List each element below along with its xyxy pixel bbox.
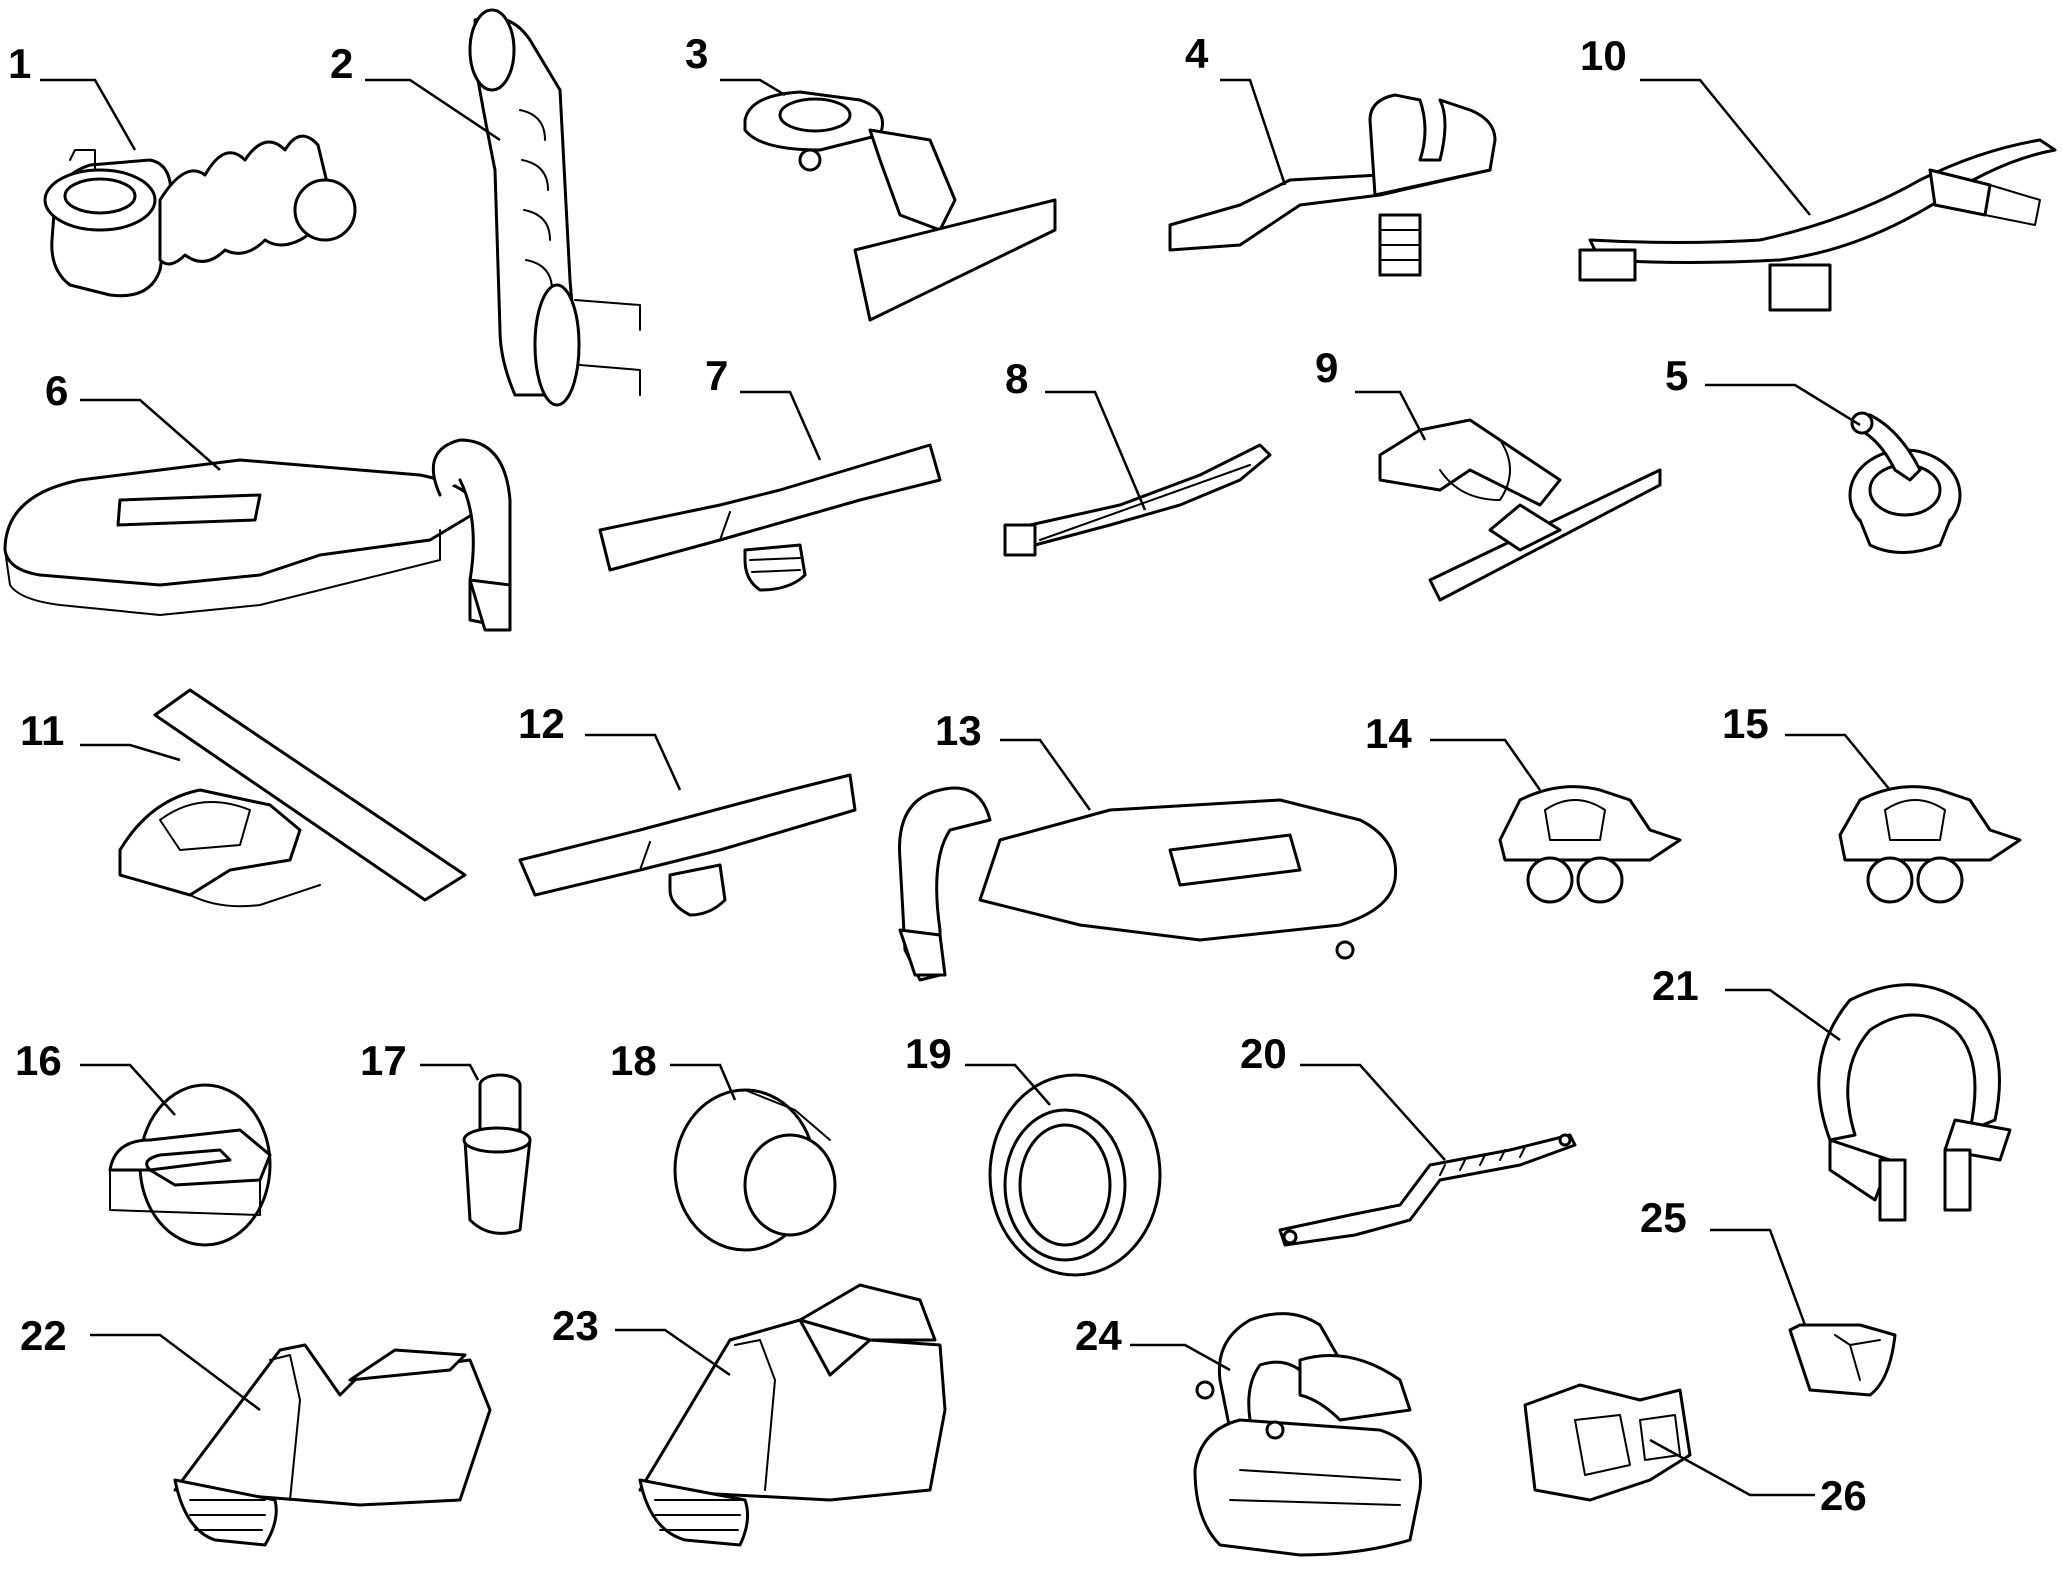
part-11-t-plate-strap [118,688,467,908]
leader-5 [1705,383,1861,427]
callout-19: 19 [905,1030,952,1077]
callout-23: 23 [552,1302,599,1349]
callout-12: 12 [518,700,565,747]
leader-11 [80,743,181,762]
callout-21: 21 [1652,962,1699,1009]
leader-17 [420,1063,480,1081]
part-22-connector-clip [173,1343,492,1547]
part-20-ladder-strap [1278,1133,1577,1247]
leader-7 [740,390,822,461]
callout-25: 25 [1640,1194,1687,1241]
callout-26: 26 [1820,1472,1867,1519]
callout-17: 17 [360,1037,407,1084]
leader-22 [90,1333,261,1411]
part-12-strip-stud [518,773,857,917]
callout-2: 2 [330,40,353,87]
leader-9 [1355,390,1427,441]
callout-5: 5 [1665,352,1688,399]
leader-8 [1045,390,1147,511]
callout-4: 4 [1185,30,1209,77]
leader-18 [670,1063,737,1101]
part-23-connector-clip [638,1283,947,1547]
callout-8: 8 [1005,355,1028,402]
part-13-oval-tray-hook [898,786,1398,982]
callout-16: 16 [15,1037,62,1084]
callout-11: 11 [20,707,64,754]
callout-3: 3 [685,30,708,77]
part-24-saddle-clamp [1193,1312,1422,1557]
callout-6: 6 [45,367,68,414]
callout-18: 18 [610,1037,657,1084]
leader-20 [1300,1063,1446,1161]
callout-10: 10 [1580,32,1627,79]
callout-24: 24 [1075,1312,1122,1359]
callout-15: 15 [1722,700,1769,747]
callout-13: 13 [935,707,982,754]
leader-25 [1710,1228,1807,1326]
leader-14 [1430,738,1542,791]
part-3-arm-clip [743,90,1057,322]
part-16-round-clip [108,1083,272,1247]
leader-19 [965,1063,1051,1106]
callout-9: 9 [1315,344,1338,391]
leader-2 [365,78,501,142]
part-25-small-clip [1788,1323,1897,1397]
part-7-strip-stud [598,443,942,592]
callout-22: 22 [20,1312,67,1359]
part-9-clip-t-plate [1378,418,1662,602]
leader-1 [40,78,137,151]
leader-24 [1130,1343,1231,1372]
part-26-snap-connector [1523,1383,1692,1502]
leader-23 [615,1328,731,1377]
callout-1: 1 [8,40,31,87]
part-2-corrugated-conduit [468,8,641,407]
leader-13 [1000,738,1092,811]
callout-labels: 1 2 3 4 5 6 7 8 9 10 11 12 13 14 15 16 1… [8,30,1867,1519]
part-6-oval-tray-hook [3,438,512,632]
part-4-u-clip-stud [1168,93,1497,277]
part-19-ring-grommet [988,1073,1162,1277]
callout-20: 20 [1240,1030,1287,1077]
leader-10 [1640,78,1811,216]
part-5-pipe-grommet [1848,411,1962,554]
part-18-stepped-plug [673,1088,837,1252]
callout-7: 7 [705,352,728,399]
part-10-harness-bracket [1578,138,2057,312]
part-14-saddle-clip [1498,785,1682,904]
leader-6 [80,398,221,471]
leader-lines [40,78,1891,1497]
leader-16 [80,1063,176,1116]
part-17-push-pin [462,1073,532,1235]
leader-21 [1725,988,1841,1042]
leader-15 [1785,733,1891,791]
part-21-band-clamp [1817,983,2012,1222]
leader-4 [1220,78,1287,186]
leader-3 [720,78,786,97]
leader-26 [1649,1438,1815,1497]
callout-14: 14 [1365,710,1412,757]
part-15-saddle-clip [1838,785,2022,904]
part-8-cable-tie [1003,443,1272,557]
part-1-corrugated-grommet [43,134,357,298]
leader-12 [585,733,682,791]
